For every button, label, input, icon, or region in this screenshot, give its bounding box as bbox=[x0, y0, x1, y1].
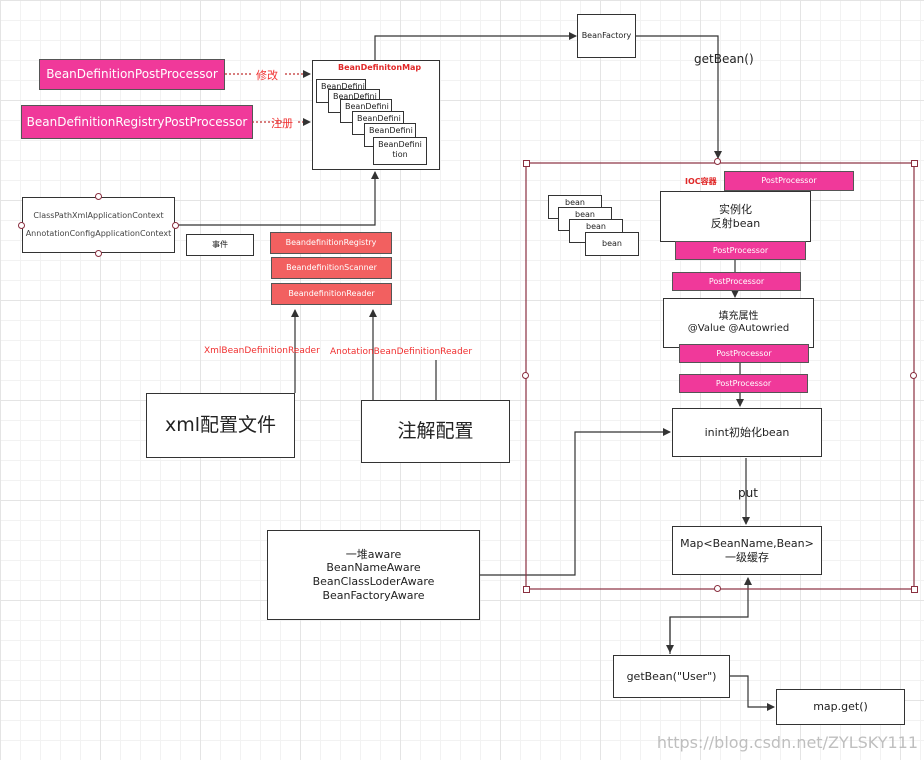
bean-factory-label: BeanFactory bbox=[581, 31, 632, 40]
map-get-label: map.get() bbox=[813, 700, 868, 714]
xml-config-file[interactable]: xml配置文件 bbox=[146, 393, 295, 458]
aware-interfaces[interactable]: 一堆aware BeanNameAware BeanClassLoderAwar… bbox=[267, 530, 480, 620]
context-line: ClassPathXmlApplicationContext bbox=[33, 211, 164, 220]
map-get[interactable]: map.get() bbox=[776, 689, 905, 725]
post-processor-label: PostProcessor bbox=[716, 348, 772, 358]
context-line: AnnotationConfigApplicationContext bbox=[25, 229, 172, 238]
post-processor-label: PostProcessor bbox=[715, 378, 772, 388]
getbean-user-to-mapget-arrow bbox=[730, 675, 775, 711]
context-connector-handle[interactable] bbox=[18, 222, 25, 229]
application-context[interactable]: ClassPathXmlApplicationContext Annotatio… bbox=[22, 197, 175, 253]
bean-definition-card: BeanDefini tion bbox=[373, 137, 427, 165]
bean-definition-post-processor-label: BeanDefinitionPostProcessor bbox=[46, 67, 218, 81]
bean-definition-post-processor[interactable]: BeanDefinitionPostProcessor bbox=[39, 59, 225, 90]
post-processor-label: PostProcessor bbox=[712, 245, 769, 255]
register-label: 注册 bbox=[271, 117, 293, 130]
instantiate-line: 实例化 bbox=[719, 202, 752, 216]
populate-line: @Value @Autowried bbox=[687, 323, 790, 334]
ioc-frame-handle[interactable] bbox=[522, 372, 529, 379]
instantiate-bean[interactable]: 实例化 反射bean bbox=[660, 191, 811, 242]
ioc-frame-handle[interactable] bbox=[523, 160, 530, 167]
context-connector-handle[interactable] bbox=[172, 222, 179, 229]
bean-card: bean bbox=[585, 232, 639, 256]
ioc-frame-handle[interactable] bbox=[911, 160, 918, 167]
annotation-config-label: 注解配置 bbox=[397, 419, 474, 442]
annotation-config[interactable]: 注解配置 bbox=[361, 400, 510, 463]
post-processor-box[interactable]: PostProcessor bbox=[679, 374, 808, 393]
xml-config-label: xml配置文件 bbox=[164, 413, 277, 436]
aware-line: BeanNameAware bbox=[326, 561, 421, 575]
beandefinition-scanner[interactable]: BeandefinitionScanner bbox=[271, 257, 392, 279]
post-processor-label: PostProcessor bbox=[761, 176, 817, 185]
map-to-factory-arrow bbox=[374, 32, 577, 60]
ioc-frame-handle[interactable] bbox=[911, 586, 918, 593]
populate-line: 填充属性 bbox=[718, 310, 759, 322]
ioc-frame-handle[interactable] bbox=[910, 372, 917, 379]
post-processor-label: PostProcessor bbox=[708, 276, 765, 286]
context-to-map-arrow bbox=[177, 171, 379, 226]
map-line: Map<BeanName,Bean> bbox=[680, 536, 814, 550]
beandefinition-registry[interactable]: BeandefinitionRegistry bbox=[270, 232, 392, 254]
get-bean-user[interactable]: getBean("User") bbox=[613, 655, 730, 698]
context-connector-handle[interactable] bbox=[95, 193, 102, 200]
get-bean-label: getBean() bbox=[694, 52, 754, 66]
aware-line: BeanClassLoderAware bbox=[312, 575, 435, 588]
beandefinition-reader-label: BeandefinitionReader bbox=[288, 289, 375, 298]
beandefinition-scanner-label: BeandefinitionScanner bbox=[286, 263, 377, 272]
post-processor-box[interactable]: PostProcessor bbox=[675, 241, 806, 260]
ioc-container-title: IOC容器 bbox=[685, 177, 717, 186]
put-label: put bbox=[738, 486, 758, 500]
aware-to-init-arrow bbox=[480, 428, 671, 576]
beandefinition-registry-label: BeandefinitionRegistry bbox=[285, 238, 377, 247]
post-processor-box[interactable]: PostProcessor bbox=[672, 272, 801, 291]
bean-definition-map-title: BeanDefinitonMap bbox=[338, 63, 422, 72]
bean-definition-registry-post-processor[interactable]: BeanDefinitionRegistryPostProcessor bbox=[21, 105, 253, 139]
aware-line: BeanFactoryAware bbox=[322, 588, 425, 602]
modify-label: 修改 bbox=[256, 69, 278, 82]
context-connector-handle[interactable] bbox=[95, 250, 102, 257]
ioc-frame-handle[interactable] bbox=[714, 585, 721, 592]
post-processor-box[interactable]: PostProcessor bbox=[724, 171, 854, 191]
aware-line: 一堆aware bbox=[345, 547, 402, 561]
post-processor-box[interactable]: PostProcessor bbox=[679, 344, 809, 363]
populate-properties[interactable]: 填充属性 @Value @Autowried bbox=[663, 298, 814, 348]
ioc-frame-handle[interactable] bbox=[523, 586, 530, 593]
event-label: 事件 bbox=[212, 240, 228, 249]
init-bean-label: inint初始化bean bbox=[704, 425, 790, 439]
ioc-frame-handle[interactable] bbox=[714, 158, 721, 165]
event-box[interactable]: 事件 bbox=[186, 234, 254, 256]
get-bean-user-label: getBean("User") bbox=[626, 669, 717, 683]
factory-to-ioc-arrow bbox=[636, 35, 722, 159]
init-bean[interactable]: inint初始化bean bbox=[672, 408, 822, 457]
map-line: 一级缓存 bbox=[725, 550, 769, 564]
xml-reader-label: XmlBeanDefinitionReader bbox=[204, 346, 320, 356]
bean-definition-registry-post-processor-label: BeanDefinitionRegistryPostProcessor bbox=[26, 114, 248, 129]
bean-factory[interactable]: BeanFactory bbox=[577, 14, 636, 58]
beandefinition-reader[interactable]: BeandefinitionReader bbox=[271, 283, 392, 305]
watermark: https://blog.csdn.net/ZYLSKY111 bbox=[656, 733, 918, 752]
instantiate-line: 反射bean bbox=[710, 216, 761, 230]
singleton-cache-map[interactable]: Map<BeanName,Bean> 一级缓存 bbox=[672, 526, 822, 575]
annotation-reader-label: AnotationBeanDefinitionReader bbox=[330, 347, 473, 357]
